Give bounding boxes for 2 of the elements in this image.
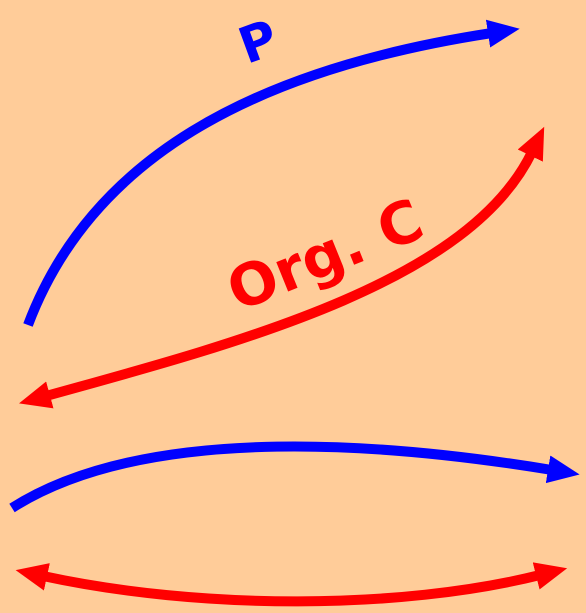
arrow-label: Org. C [220, 190, 431, 320]
arrow-label: P [232, 12, 284, 72]
